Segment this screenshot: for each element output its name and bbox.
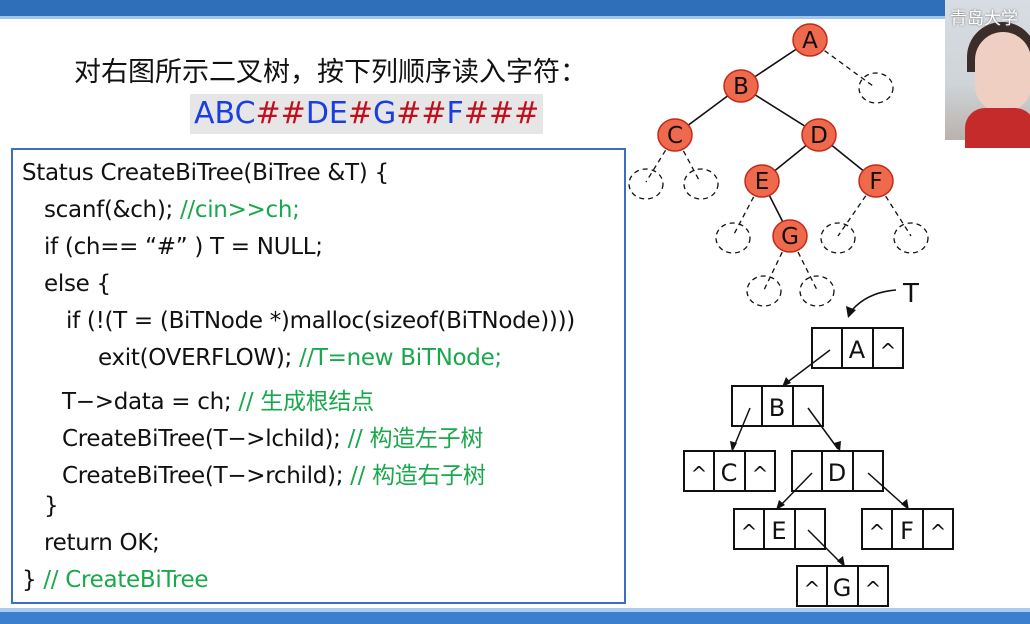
svg-text:^: ^	[804, 577, 821, 601]
tree-node-b: B	[723, 69, 759, 103]
seq-part: ABC	[194, 96, 256, 131]
code-line: }	[44, 493, 59, 519]
svg-text:D: D	[828, 459, 846, 487]
svg-text:^: ^	[865, 577, 882, 601]
svg-text:D: D	[810, 123, 828, 149]
top-title-bar	[0, 0, 1030, 16]
svg-text:F: F	[900, 517, 914, 545]
svg-text:^: ^	[752, 462, 769, 486]
svg-text:^: ^	[741, 520, 758, 544]
svg-text:B: B	[769, 394, 785, 422]
code-line: scanf(&ch); //cin>>ch;	[44, 197, 300, 223]
tree-node-c: C	[657, 118, 693, 152]
webcam-overlay: 青岛大学	[945, 0, 1030, 148]
code-line: else {	[44, 271, 111, 297]
svg-text:^: ^	[880, 339, 897, 363]
code-line: T−>data = ch; // 生成根结点	[62, 389, 374, 415]
code-line: exit(OVERFLOW); //T=new BiTNode;	[98, 345, 502, 371]
tree-node-e: E	[744, 164, 780, 198]
watermark-label: 青岛大学	[950, 9, 1018, 29]
bottom-bar	[0, 612, 1030, 624]
seq-part: G	[373, 96, 397, 131]
svg-text:A: A	[802, 28, 818, 54]
tree-node-f: F	[858, 164, 894, 198]
svg-text:F: F	[869, 169, 882, 195]
code-line: Status CreateBiTree(BiTree &T) {	[22, 160, 389, 186]
svg-text:A: A	[849, 336, 866, 364]
code-panel: Status CreateBiTree(BiTree &T) { scanf(&…	[11, 148, 626, 604]
presenter-face	[975, 32, 1030, 112]
seq-part: ##	[255, 96, 306, 131]
seq-part: F	[446, 96, 464, 131]
svg-text:C: C	[667, 123, 683, 149]
svg-text:B: B	[733, 74, 749, 100]
svg-text:^: ^	[930, 520, 947, 544]
input-sequence: ABC##DE#G##F###	[190, 94, 544, 134]
svg-text:G: G	[833, 574, 852, 602]
slide-heading: 对右图所示二叉树，按下列顺序读入字符：	[74, 57, 587, 88]
svg-text:E: E	[771, 517, 786, 545]
code-line: } // CreateBiTree	[22, 567, 209, 593]
seq-part: ##	[396, 96, 447, 131]
bottom-accent-stripe	[0, 608, 1030, 612]
presenter-body	[965, 108, 1030, 148]
code-line: return OK;	[44, 530, 160, 556]
svg-text:C: C	[721, 459, 738, 487]
pointer-label: T	[902, 279, 919, 309]
tree-node-d: D	[801, 118, 837, 152]
svg-text:^: ^	[869, 520, 886, 544]
seq-part: #	[347, 96, 374, 131]
tree-node-a: A	[792, 23, 828, 57]
svg-text:G: G	[781, 224, 799, 250]
svg-text:E: E	[755, 169, 770, 195]
seq-part: ###	[463, 96, 540, 131]
top-accent-stripe	[0, 16, 1030, 19]
tree-node-g: G	[772, 219, 808, 253]
code-line: CreateBiTree(T−>rchild); // 构造右子树	[62, 463, 486, 489]
svg-text:^: ^	[691, 462, 708, 486]
code-line: if (ch== “#” ) T = NULL;	[44, 234, 323, 260]
code-line: if (!(T = (BiTNode *)malloc(sizeof(BiTNo…	[66, 308, 575, 334]
seq-part: DE	[305, 96, 348, 131]
code-line: CreateBiTree(T−>lchild); // 构造左子树	[62, 426, 484, 452]
